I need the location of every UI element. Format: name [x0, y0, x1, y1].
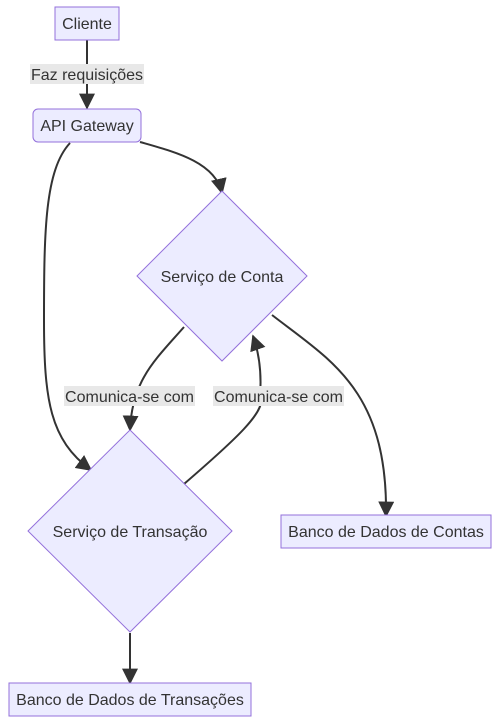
edge-label-faz-requisicoes: Faz requisições — [30, 64, 144, 84]
edge-labels: Faz requisições Comunica-se com Comunica… — [30, 64, 344, 406]
node-cliente-box — [54, 6, 120, 41]
node-cliente-label: Cliente — [62, 16, 112, 33]
edge-label-comunica-transacao-conta: Comunica-se com — [213, 386, 344, 406]
node-servico-conta[interactable]: Serviço de Conta — [136, 190, 308, 362]
node-api-gateway[interactable]: API Gateway — [32, 108, 142, 143]
node-cliente[interactable]: Cliente — [54, 6, 120, 41]
edge-label-bg — [213, 386, 344, 406]
node-banco-contas-box — [280, 514, 492, 549]
node-servico-transacao-label: Serviço de Transação — [53, 524, 208, 541]
node-servico-conta-label: Serviço de Conta — [161, 269, 284, 286]
edge-label-text: Comunica-se com — [214, 389, 343, 406]
edge-gateway-to-transacao — [42, 142, 93, 471]
edge-gateway-to-conta — [139, 141, 227, 195]
edge-conta-to-banco-contas — [271, 314, 395, 518]
node-banco-transacoes[interactable]: Banco de Dados de Transações — [8, 682, 252, 717]
node-servico-conta-diamond — [136, 190, 308, 362]
edge-label-bg — [30, 64, 144, 84]
edge-label-bg — [64, 386, 195, 406]
node-api-gateway-label: API Gateway — [40, 118, 133, 135]
edge-conta-to-transacao — [122, 326, 185, 432]
node-banco-contas[interactable]: Banco de Dados de Contas — [280, 514, 492, 549]
node-banco-transacoes-label: Banco de Dados de Transações — [16, 692, 244, 709]
nodes: Cliente API Gateway Serviço de Conta Ser… — [8, 6, 492, 717]
edge-label-text: Comunica-se com — [65, 389, 194, 406]
node-banco-transacoes-box — [8, 682, 252, 717]
edge-label-text: Faz requisições — [31, 67, 143, 84]
node-api-gateway-box — [32, 108, 142, 143]
node-banco-contas-label: Banco de Dados de Contas — [288, 524, 484, 541]
node-servico-transacao-diamond — [27, 429, 233, 633]
edge-label-comunica-conta-transacao: Comunica-se com — [64, 386, 195, 406]
node-servico-transacao[interactable]: Serviço de Transação — [27, 429, 233, 633]
